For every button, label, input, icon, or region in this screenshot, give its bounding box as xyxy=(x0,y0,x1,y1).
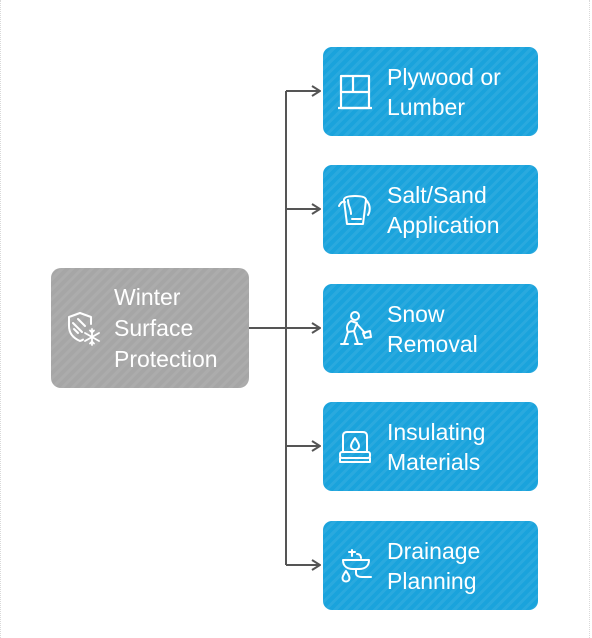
branch-node-label: Snow Removal xyxy=(387,300,478,357)
branch-node-insulating-materials: Insulating Materials xyxy=(323,402,538,491)
person-shoveling-icon xyxy=(335,309,375,349)
branch-node-snow-removal: Snow Removal xyxy=(323,284,538,373)
bucket-icon xyxy=(335,190,375,230)
branch-node-label: Insulating Materials xyxy=(387,418,486,475)
window-frame-icon xyxy=(335,72,375,112)
shield-snowflake-icon xyxy=(63,308,103,348)
insulation-icon xyxy=(335,427,375,467)
left-edge-dots xyxy=(0,0,1,638)
branch-node-label: Drainage Planning xyxy=(387,537,481,594)
branch-node-salt-sand-application: Salt/Sand Application xyxy=(323,165,538,254)
branch-node-plywood-or-lumber: Plywood or Lumber xyxy=(323,47,538,136)
drain-sink-icon xyxy=(335,546,375,586)
branch-node-label: Plywood or Lumber xyxy=(387,63,501,120)
branch-node-label: Salt/Sand Application xyxy=(387,181,500,238)
branch-node-drainage-planning: Drainage Planning xyxy=(323,521,538,610)
right-edge-dots xyxy=(589,0,590,638)
root-node-label: Winter Surface Protection xyxy=(114,283,218,372)
root-node-winter-surface-protection: Winter Surface Protection xyxy=(51,268,249,388)
